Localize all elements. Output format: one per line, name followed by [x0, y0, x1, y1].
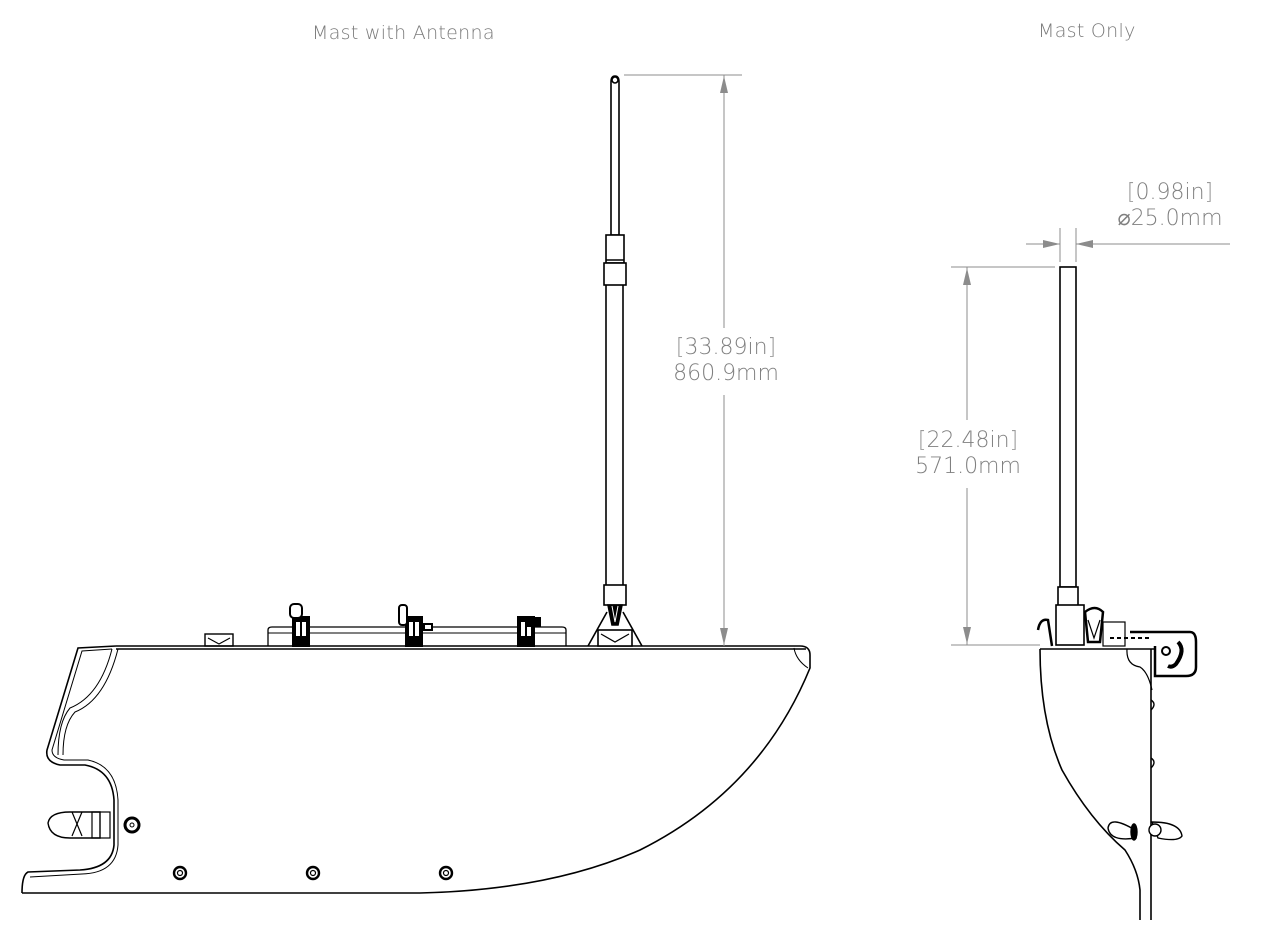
boat-front-view — [1036, 266, 1198, 920]
dimension-inches: 33.89in — [684, 335, 768, 360]
dimension-line-mast-diameter — [1026, 228, 1230, 262]
dimension-line-mast-height — [951, 266, 1055, 646]
dimension-metric: 860.9mm — [673, 361, 779, 386]
view-title-mast-only: Mast Only — [1038, 20, 1136, 42]
propeller — [1107, 821, 1183, 841]
hatch-latch — [398, 604, 433, 647]
antenna-mast — [587, 75, 643, 647]
dimension-label-antenna-height: [33.89in] 860.9mm — [668, 335, 784, 387]
boat-side-view — [21, 75, 811, 894]
dimension-line-antenna-height — [624, 74, 742, 646]
dimension-label-mast-height: [22.48in] 571.0mm — [909, 428, 1027, 480]
dimension-inches: 22.48in — [926, 428, 1010, 453]
hatch-latch — [517, 616, 541, 647]
view-title-mast-with-antenna: Mast with Antenna — [312, 22, 495, 44]
dimension-inches: 0.98in — [1135, 180, 1205, 205]
dimension-label-mast-diameter: [0.98in] ⌀25.0mm — [1117, 180, 1223, 231]
hatch-latch — [289, 603, 310, 647]
diameter-symbol-icon: ⌀ — [1117, 206, 1131, 231]
dimension-metric: 571.0mm — [915, 454, 1021, 479]
dimension-metric: 25.0mm — [1130, 206, 1223, 231]
